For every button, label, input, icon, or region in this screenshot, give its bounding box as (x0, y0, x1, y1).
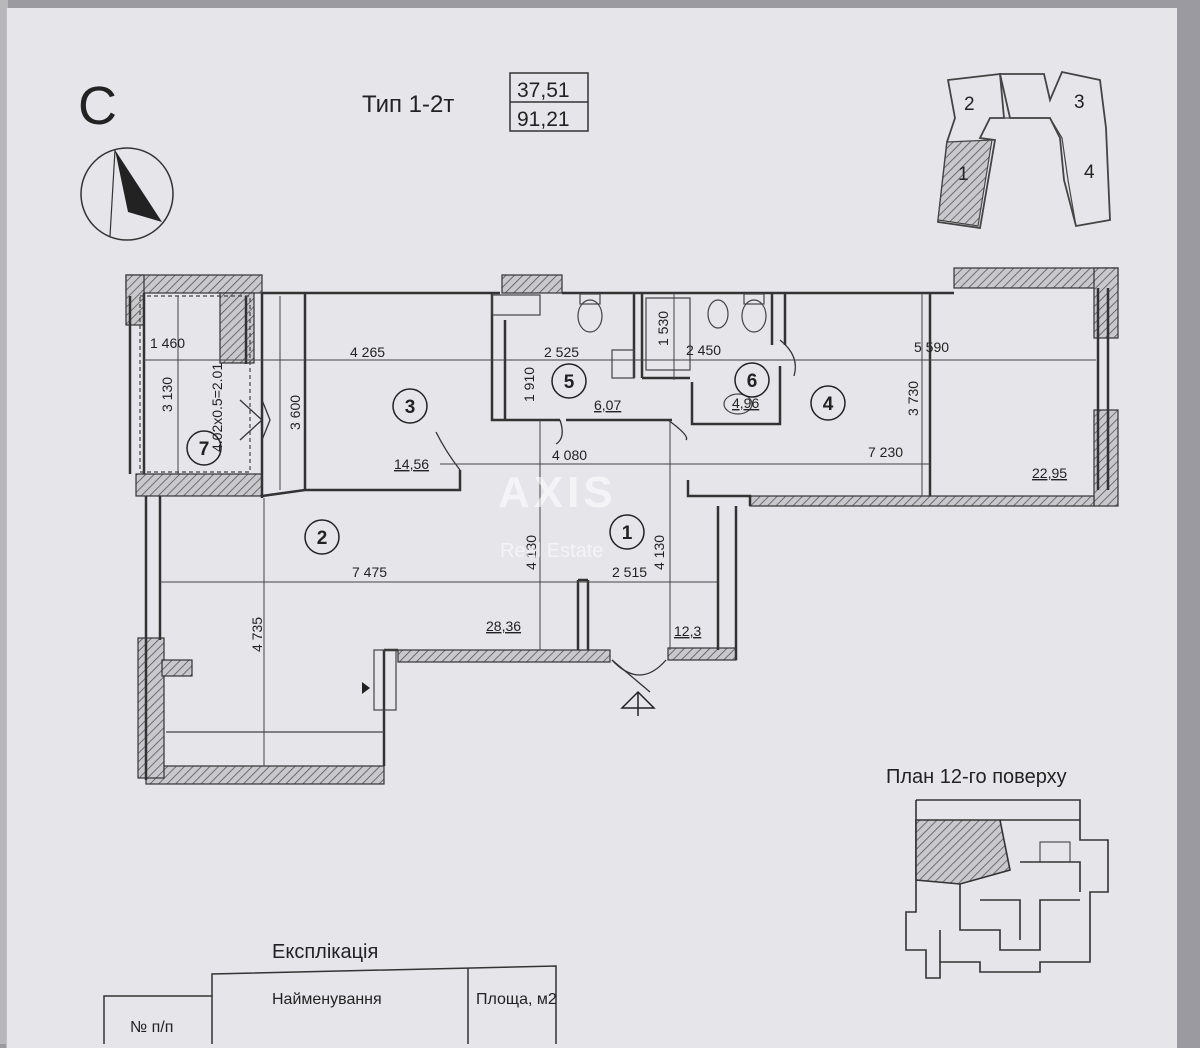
dimension-label: 4 130 (651, 535, 667, 570)
room-area: 4.02x0.5=2.01 (209, 363, 225, 452)
dimension-label: 7 475 (352, 564, 387, 580)
dimension-label: 4 735 (249, 617, 265, 652)
plumbing-fixtures (139, 293, 767, 733)
room-area: 4,96 (732, 395, 759, 411)
page-edge-shadow (0, 0, 8, 1044)
table-header-area: Площа, м2 (476, 991, 557, 1008)
north-compass-icon (80, 147, 174, 241)
entrance-arrow-icon (620, 690, 656, 716)
room-area: 22,95 (1032, 465, 1067, 481)
total-area: 91,21 (517, 108, 570, 131)
building-key-plan: 2 3 1 4 (937, 70, 1111, 230)
floor-thumbnail-plan (905, 799, 1109, 979)
floor-plan-title: План 12-го поверху (886, 766, 1067, 788)
room-number: 2 (317, 528, 328, 549)
table-header-number: № п/п (130, 1019, 173, 1036)
dimension-label: 1 530 (655, 311, 671, 346)
dimension-label: 1 460 (150, 335, 185, 351)
room-number: 4 (823, 394, 834, 415)
dimension-label: 7 230 (868, 444, 903, 460)
dimension-label: 3 600 (287, 395, 303, 430)
vent-marker-icon (362, 682, 370, 694)
watermark-brand: AXIS (498, 468, 617, 517)
section-1-label: 1 (958, 164, 969, 185)
section-4-label: 4 (1084, 162, 1095, 183)
dimension-label: 2 450 (686, 342, 721, 358)
room-area: 6,07 (594, 397, 621, 413)
room-partitions (128, 288, 1110, 780)
plan-type-label: Тип 1-2т (362, 91, 454, 118)
table-header-name: Найменування (272, 991, 382, 1008)
explication-table (103, 965, 557, 1044)
section-3-label: 3 (1074, 92, 1085, 113)
dimension-label: 3 730 (905, 381, 921, 416)
dimension-label: 2 525 (544, 344, 579, 360)
dimension-label: 4 265 (350, 344, 385, 360)
room-number: 6 (747, 371, 758, 392)
dimension-label: 1 910 (521, 367, 537, 402)
watermark-subtitle: Real Estate (500, 540, 604, 562)
dimension-label: 5 590 (914, 339, 949, 355)
dimension-label: 3 130 (159, 377, 175, 412)
room-number: 1 (622, 523, 633, 544)
room-area: 14,56 (394, 456, 429, 472)
room-number: 5 (564, 372, 575, 393)
dimension-label: 2 515 (612, 564, 647, 580)
section-2-label: 2 (964, 94, 975, 115)
room-number: 7 (199, 439, 210, 460)
living-area: 37,51 (517, 79, 570, 102)
dimension-label: 4 130 (523, 535, 539, 570)
room-area: 12,3 (674, 623, 701, 639)
door-swings (239, 339, 797, 693)
room-number: 3 (405, 397, 416, 418)
section-letter: С (78, 76, 117, 136)
room-markers: 1 2 3 4 5 6 7 (186, 362, 846, 555)
room-area: 28,36 (486, 618, 521, 634)
dimension-label: 4 080 (552, 447, 587, 463)
explication-title: Експлікація (272, 941, 378, 963)
dimension-lines (144, 293, 1096, 766)
